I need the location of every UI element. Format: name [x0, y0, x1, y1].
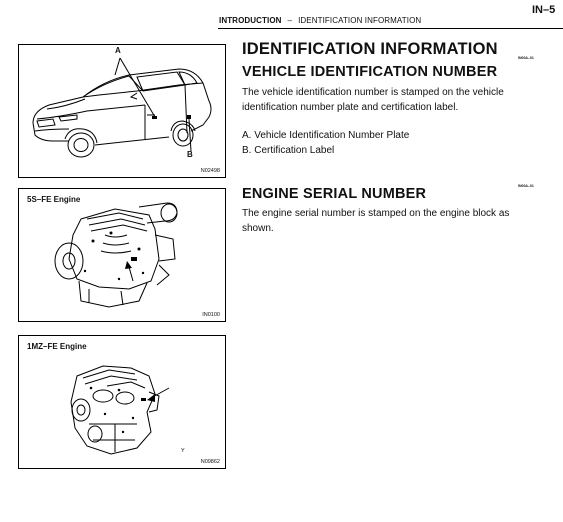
section-title: INTRODUCTION — [219, 16, 282, 25]
page-title: IDENTIFICATION INFORMATION — [242, 40, 498, 58]
section-code: IN00A–01 — [518, 184, 534, 188]
vin-heading: VEHICLE IDENTIFICATION NUMBER — [242, 64, 498, 80]
engine-5s-figure: 5S–FE Engine IN0100 — [18, 188, 226, 322]
figure-code: N09862 — [200, 459, 220, 465]
header-rule — [218, 28, 563, 29]
engine-5s-illustration — [54, 202, 178, 308]
section-code: IN00A–01 — [518, 56, 534, 60]
engine-1mz-illustration — [70, 365, 170, 455]
header-separator: – — [287, 16, 293, 25]
list-item: A. Vehicle Identification Number Plate — [242, 130, 410, 141]
figure-code: N02498 — [200, 168, 220, 174]
page-number: IN–5 — [532, 4, 556, 16]
car-illustration — [32, 57, 212, 158]
figure-title: 5S–FE Engine — [27, 195, 81, 204]
callout-a: A — [115, 46, 121, 55]
running-header: INTRODUCTION–IDENTIFICATION INFORMATION — [219, 16, 421, 25]
figure-title: 1MZ–FE Engine — [27, 342, 87, 351]
engine-1mz-figure: 1MZ–FE Engine Y N09862 — [18, 335, 226, 469]
subsection-title: IDENTIFICATION INFORMATION — [298, 16, 422, 25]
vin-paragraph: The vehicle identification number is sta… — [242, 87, 504, 113]
list-item: B. Certification Label — [242, 145, 335, 156]
figure-mark: Y — [181, 448, 185, 454]
engine-serial-heading: ENGINE SERIAL NUMBER — [242, 186, 427, 202]
engine-serial-paragraph: The engine serial number is stamped on t… — [242, 208, 510, 234]
callout-b: B — [187, 150, 193, 159]
vehicle-figure: A B N02498 — [18, 44, 226, 178]
figure-code: IN0100 — [202, 312, 220, 318]
